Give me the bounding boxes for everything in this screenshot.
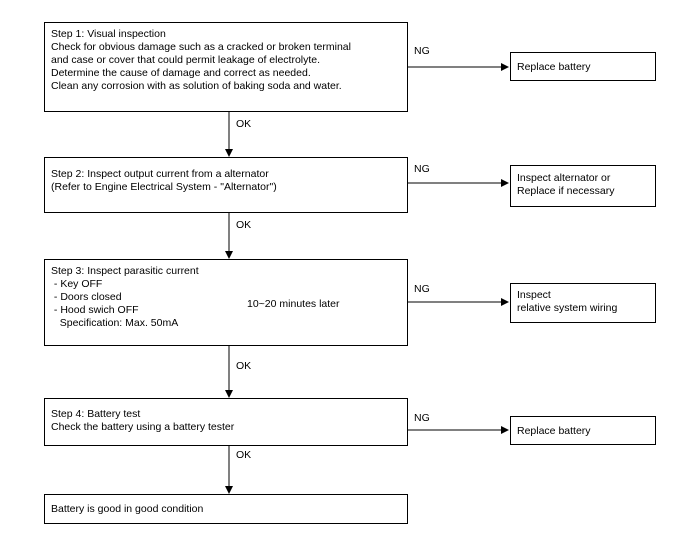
ok-label-3: OK: [236, 360, 252, 372]
step3-box: Step 3: Inspect parasitic current - Key …: [44, 259, 408, 346]
step1-line: and case or cover that could permit leak…: [51, 54, 321, 66]
step1-line: Step 1: Visual inspection: [51, 28, 166, 40]
ng-action-line: Replace if necessary: [517, 185, 615, 197]
ng-label-4: NG: [414, 412, 430, 424]
ng-action-line: Inspect alternator or: [517, 172, 611, 184]
ng-action-box-4: Replace battery: [510, 416, 656, 445]
step4-line: Step 4: Battery test: [51, 408, 141, 420]
step4-box: Step 4: Battery test Check the battery u…: [44, 398, 408, 446]
ng-label-2: NG: [414, 163, 430, 175]
ok-label-2: OK: [236, 219, 252, 231]
step2-line: (Refer to Engine Electrical System - "Al…: [51, 181, 277, 193]
step3-line: - Key OFF: [51, 278, 103, 290]
step2-box: Step 2: Inspect output current from a al…: [44, 157, 408, 213]
ng-action-line: Inspect: [517, 289, 551, 301]
ng-label-3: NG: [414, 283, 430, 295]
step1-line: Clean any corrosion with as solution of …: [51, 80, 342, 92]
ok-label-1: OK: [236, 118, 252, 130]
step2-line: Step 2: Inspect output current from a al…: [51, 168, 269, 180]
ng-action-line: Replace battery: [517, 61, 591, 73]
step1-line: Determine the cause of damage and correc…: [51, 67, 311, 79]
ng-action-line: relative system wiring: [517, 302, 618, 314]
ng-action-box-3: Inspect relative system wiring: [510, 283, 656, 323]
result-text: Battery is good in good condition: [51, 503, 204, 515]
ng-action-line: Replace battery: [517, 425, 591, 437]
step3-line: - Hood swich OFF: [51, 304, 139, 316]
step4-line: Check the battery using a battery tester: [51, 421, 235, 433]
ok-label-4: OK: [236, 449, 252, 461]
step3-line: - Doors closed: [51, 291, 122, 303]
result-box: Battery is good in good condition: [44, 494, 408, 524]
ng-label-1: NG: [414, 45, 430, 57]
step1-line: Check for obvious damage such as a crack…: [51, 41, 351, 53]
ng-action-box-1: Replace battery: [510, 52, 656, 81]
step3-line: Specification: Max. 50mA: [51, 317, 179, 329]
ng-action-box-2: Inspect alternator or Replace if necessa…: [510, 165, 656, 207]
step3-bracket-note: 10~20 minutes later: [247, 298, 340, 310]
step3-line: Step 3: Inspect parasitic current: [51, 265, 199, 277]
step1-box: Step 1: Visual inspection Check for obvi…: [44, 22, 408, 112]
